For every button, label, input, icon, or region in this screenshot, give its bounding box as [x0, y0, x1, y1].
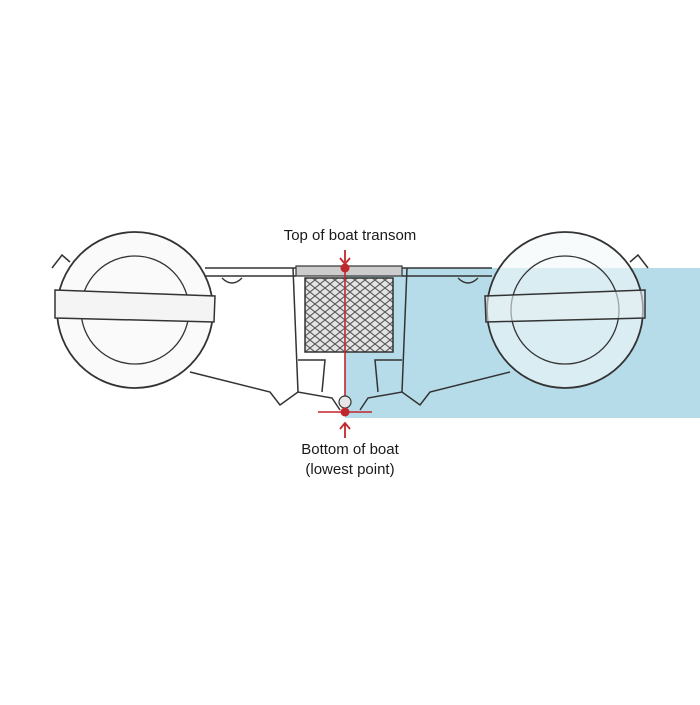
- top-marker-dot: [340, 263, 350, 273]
- measurement: [318, 250, 372, 438]
- left-handle: [221, 277, 243, 284]
- right-handle: [457, 277, 479, 284]
- drain-fitting: [338, 395, 352, 409]
- top-arrow-icon: [339, 250, 351, 266]
- bottom-label-line1: Bottom of boat: [301, 441, 399, 458]
- transom-grid: [304, 277, 394, 353]
- hull: [189, 267, 511, 411]
- bottom-of-boat-label: Bottom of boat (lowest point): [245, 440, 455, 480]
- right-tube: [484, 231, 649, 389]
- top-of-transom-label: Top of boat transom: [283, 227, 417, 244]
- bottom-label-line2: (lowest point): [305, 461, 395, 478]
- left-tube: [51, 231, 216, 389]
- transom-plate: [295, 265, 403, 353]
- bottom-marker-dot: [340, 407, 350, 417]
- bottom-arrow-icon: [339, 421, 351, 438]
